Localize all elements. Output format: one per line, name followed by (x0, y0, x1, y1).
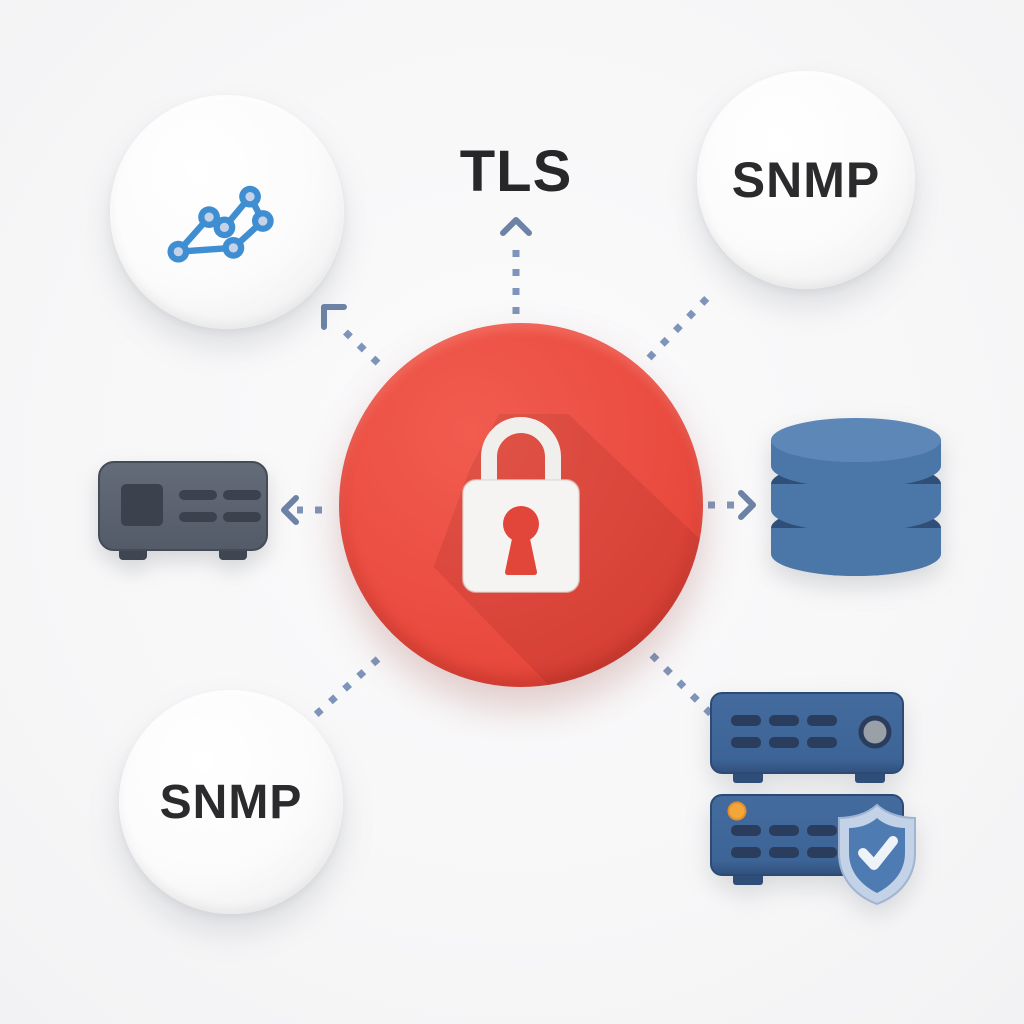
node-snmp-top-circle: SNMP (697, 71, 915, 289)
snmp-bottom-label: SNMP (159, 775, 303, 829)
padlock-icon (462, 417, 580, 593)
network-device-icon (93, 458, 273, 568)
arrow-left-icon (281, 495, 299, 525)
connector-snmp-bottom (308, 656, 381, 722)
tls-label: TLS (459, 139, 573, 204)
node-monitoring-circle (110, 95, 344, 329)
line-chart-icon (167, 185, 274, 263)
snmp-top-label: SNMP (731, 152, 881, 208)
arrow-up-left-icon (321, 304, 347, 330)
arrow-right-icon (738, 490, 756, 520)
node-snmp-bottom-circle: SNMP (119, 690, 343, 914)
server-stack-icon (703, 685, 935, 913)
server-button (858, 715, 892, 749)
arrow-up-icon (500, 217, 532, 236)
database-icon (763, 416, 949, 584)
shield-check-icon (838, 803, 916, 906)
connector-snmp-top (646, 290, 715, 361)
led-indicator (727, 801, 747, 821)
connector-chart (334, 321, 381, 366)
security-hub-circle (339, 323, 703, 687)
